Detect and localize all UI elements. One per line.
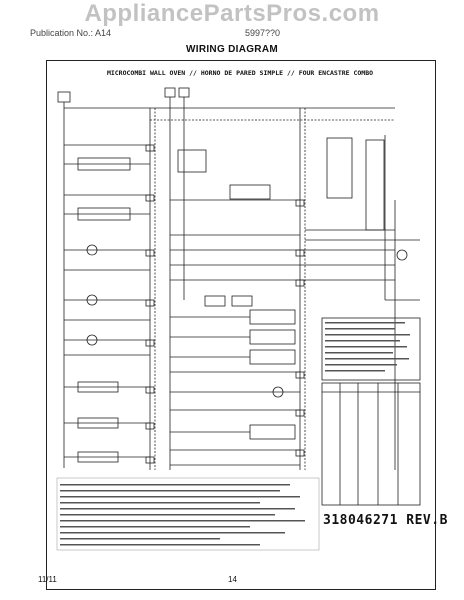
notes-block [56, 477, 320, 551]
diagram-title: MICROCOMBI WALL OVEN // HORNO DE PARED S… [106, 69, 374, 77]
stirrer-motor [249, 424, 296, 440]
timer-board [326, 137, 353, 199]
revision: REV.B [406, 513, 448, 528]
page-header: Publication No.: A14 5997??0 [0, 0, 464, 44]
watermark: AppliancePartsPros.com [84, 0, 380, 27]
header-publication: Publication No.: A14 [30, 28, 112, 38]
page-number: 14 [228, 575, 237, 584]
diagram-frame [46, 60, 436, 590]
microwave-fuse [229, 184, 271, 200]
bake-element [249, 349, 296, 365]
fuse-f1 [204, 295, 226, 307]
fuse-f2 [231, 295, 253, 307]
broil-element [249, 329, 296, 345]
color-code-table [321, 317, 421, 381]
convection-element [249, 309, 296, 325]
terminal-block-l2 [178, 87, 190, 98]
light-right [396, 249, 408, 261]
terminal-block-n [57, 91, 71, 103]
terminal-block-l1 [164, 87, 176, 98]
page-title: WIRING DIAGRAM [186, 44, 278, 55]
footer-date: 11/11 [38, 575, 57, 584]
magnetron [272, 386, 284, 398]
revision-label: 318046271 REV.B [323, 513, 448, 528]
fuse-code-table [321, 382, 421, 506]
part-number: 318046271 [323, 513, 398, 528]
microwave-board [365, 139, 385, 231]
header-model: 5997??0 [245, 28, 281, 38]
thermal-breaker [177, 149, 207, 173]
